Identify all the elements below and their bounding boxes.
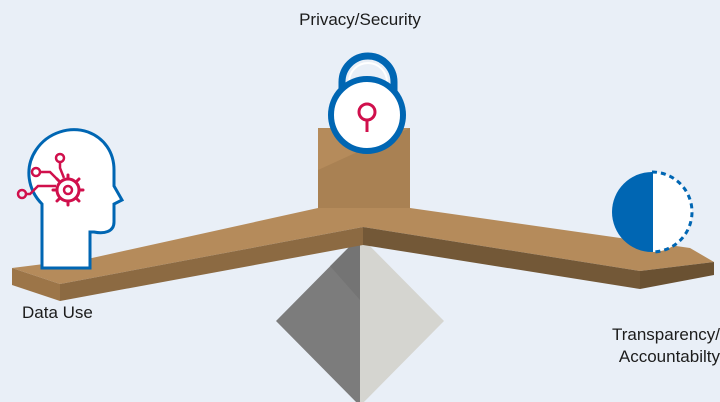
transparency-label-line2: Accountabilty xyxy=(588,346,720,368)
head-gear-icon xyxy=(18,130,122,268)
fulcrum xyxy=(276,236,444,402)
half-circle-icon xyxy=(612,172,692,252)
transparency-accountability-label: Transparency/ Accountabilty xyxy=(588,324,720,368)
privacy-security-label: Privacy/Security xyxy=(0,9,720,31)
transparency-label-line1: Transparency/ xyxy=(588,324,720,346)
data-use-label: Data Use xyxy=(22,302,93,324)
padlock-icon xyxy=(331,56,403,151)
